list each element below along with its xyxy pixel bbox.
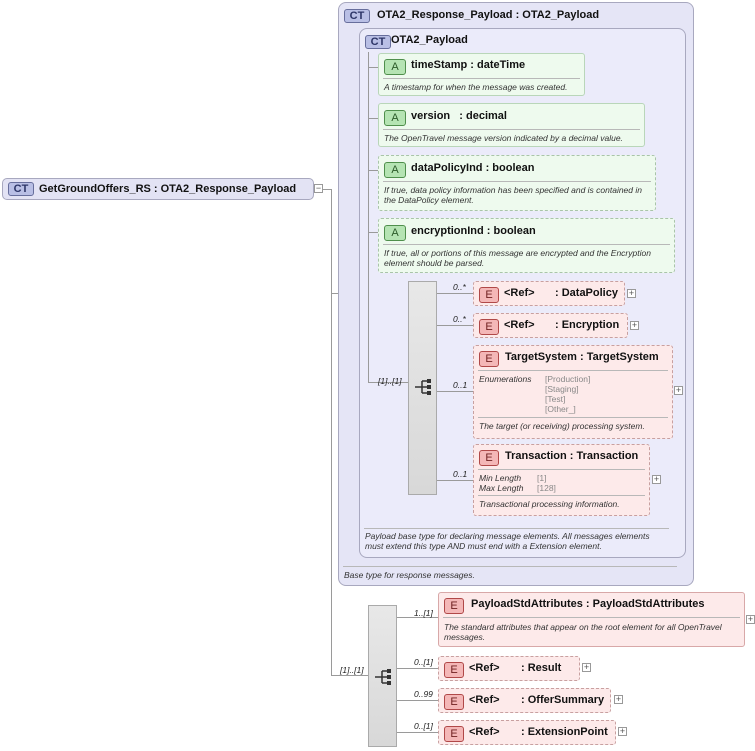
payload-doc: Payload base type for declaring message … — [365, 531, 650, 551]
element-ref: <Ref> — [469, 694, 500, 706]
sequence-occurrence: [1]..[1] — [340, 665, 364, 675]
complex-type-icon: CT — [344, 9, 370, 23]
element-name: PayloadStdAttributes : PayloadStdAttribu… — [471, 598, 705, 610]
facet-value: [Production] — [545, 374, 591, 384]
element-icon: E — [479, 450, 499, 466]
occurrence-label: 0..* — [453, 282, 466, 292]
element-icon: E — [444, 726, 464, 742]
element-name: : OfferSummary — [521, 694, 605, 706]
expand-toggle[interactable]: + — [582, 662, 591, 672]
expand-toggle[interactable]: + — [652, 474, 661, 484]
element-icon: E — [444, 694, 464, 710]
facet-value: [Staging] — [545, 384, 579, 394]
expand-toggle[interactable]: + — [618, 726, 627, 736]
element-encryption[interactable]: E <Ref> : Encryption — [473, 313, 628, 338]
occurrence-label: 0..1 — [453, 380, 468, 390]
collapse-toggle[interactable]: − — [314, 183, 323, 193]
element-icon: E — [479, 351, 499, 367]
element-target-system[interactable]: E TargetSystem : TargetSystem Enumeratio… — [473, 345, 673, 439]
attribute-doc: If true, data policy information has bee… — [384, 185, 642, 205]
element-name: : Result — [521, 662, 562, 674]
occurrence-label: 0..[1] — [414, 721, 433, 731]
occurrence-label: 0..* — [453, 314, 466, 324]
attribute-name: dataPolicyInd : boolean — [411, 162, 535, 174]
attribute-icon: A — [384, 110, 406, 126]
element-transaction[interactable]: E Transaction : Transaction Min Length [… — [473, 444, 650, 516]
element-ref: <Ref> — [504, 319, 535, 331]
element-doc: The standard attributes that appear on t… — [444, 622, 722, 642]
attribute-encryption-ind[interactable]: A encryptionInd : boolean If true, all o… — [378, 218, 675, 273]
element-icon: E — [479, 287, 499, 303]
element-payload-std-attributes[interactable]: E PayloadStdAttributes : PayloadStdAttri… — [438, 592, 745, 647]
attribute-doc: A timestamp for when the message was cre… — [384, 82, 568, 92]
facet-value: [Other_] — [545, 404, 576, 414]
attribute-data-policy-ind[interactable]: A dataPolicyInd : boolean If true, data … — [378, 155, 656, 211]
root-name: GetGroundOffers_RS : OTA2_Response_Paylo… — [39, 183, 297, 195]
facet-value: [1] — [537, 473, 547, 483]
attribute-timestamp[interactable]: A timeStamp : dateTime A timestamp for w… — [378, 53, 585, 96]
complex-type-icon: CT — [365, 35, 391, 49]
element-offer-summary[interactable]: E <Ref> : OfferSummary — [438, 688, 611, 713]
attribute-name: version : decimal — [411, 110, 507, 122]
facet-value: [Test] — [545, 394, 566, 404]
sequence-icon — [375, 669, 391, 685]
sequence-compositor[interactable] — [368, 605, 397, 747]
attribute-name: timeStamp : dateTime — [411, 59, 526, 71]
expand-toggle[interactable]: + — [746, 614, 755, 624]
response-payload-doc: Base type for response messages. — [344, 570, 475, 580]
element-extension-point[interactable]: E <Ref> : ExtensionPoint — [438, 720, 616, 745]
element-data-policy[interactable]: E <Ref> : DataPolicy — [473, 281, 625, 306]
element-ref: <Ref> — [469, 662, 500, 674]
element-name: : DataPolicy — [555, 287, 618, 299]
occurrence-label: 0..99 — [414, 689, 433, 699]
root-complex-type[interactable]: CT GetGroundOffers_RS : OTA2_Response_Pa… — [2, 178, 314, 200]
element-icon: E — [444, 662, 464, 678]
expand-toggle[interactable]: + — [614, 694, 623, 704]
facet-label: Enumerations — [479, 374, 532, 384]
facet-value: [128] — [537, 483, 556, 493]
element-result[interactable]: E <Ref> : Result — [438, 656, 580, 681]
element-name: : ExtensionPoint — [521, 726, 608, 738]
attribute-doc: The OpenTravel message version indicated… — [384, 133, 623, 143]
sequence-occurrence: [1]..[1] — [378, 376, 402, 386]
attribute-icon: A — [384, 59, 406, 75]
element-ref: <Ref> — [504, 287, 535, 299]
element-doc: Transactional processing information. — [479, 499, 620, 509]
expand-toggle[interactable]: + — [674, 385, 683, 395]
expand-toggle[interactable]: + — [630, 320, 639, 330]
attribute-version[interactable]: A version : decimal The OpenTravel messa… — [378, 103, 645, 147]
expand-toggle[interactable]: + — [627, 288, 636, 298]
facet-label: Min Length — [479, 473, 522, 483]
sequence-icon — [415, 379, 431, 395]
attribute-doc: If true, all or portions of this message… — [384, 248, 651, 268]
element-name: Transaction : Transaction — [505, 450, 639, 462]
element-name: TargetSystem : TargetSystem — [505, 351, 659, 363]
element-name: : Encryption — [555, 319, 620, 331]
sequence-compositor[interactable] — [408, 281, 437, 495]
complex-type-icon: CT — [8, 182, 34, 196]
attribute-icon: A — [384, 225, 406, 241]
response-payload-name: OTA2_Response_Payload : OTA2_Payload — [377, 9, 600, 21]
payload-name: OTA2_Payload — [391, 34, 468, 46]
occurrence-label: 0..1 — [453, 469, 468, 479]
element-doc: The target (or receiving) processing sys… — [479, 421, 645, 431]
occurrence-label: 0..[1] — [414, 657, 433, 667]
attribute-icon: A — [384, 162, 406, 178]
facet-label: Max Length — [479, 483, 524, 493]
element-icon: E — [444, 598, 464, 614]
element-icon: E — [479, 319, 499, 335]
attribute-name: encryptionInd : boolean — [411, 225, 536, 237]
element-ref: <Ref> — [469, 726, 500, 738]
occurrence-label: 1..[1] — [414, 608, 433, 618]
